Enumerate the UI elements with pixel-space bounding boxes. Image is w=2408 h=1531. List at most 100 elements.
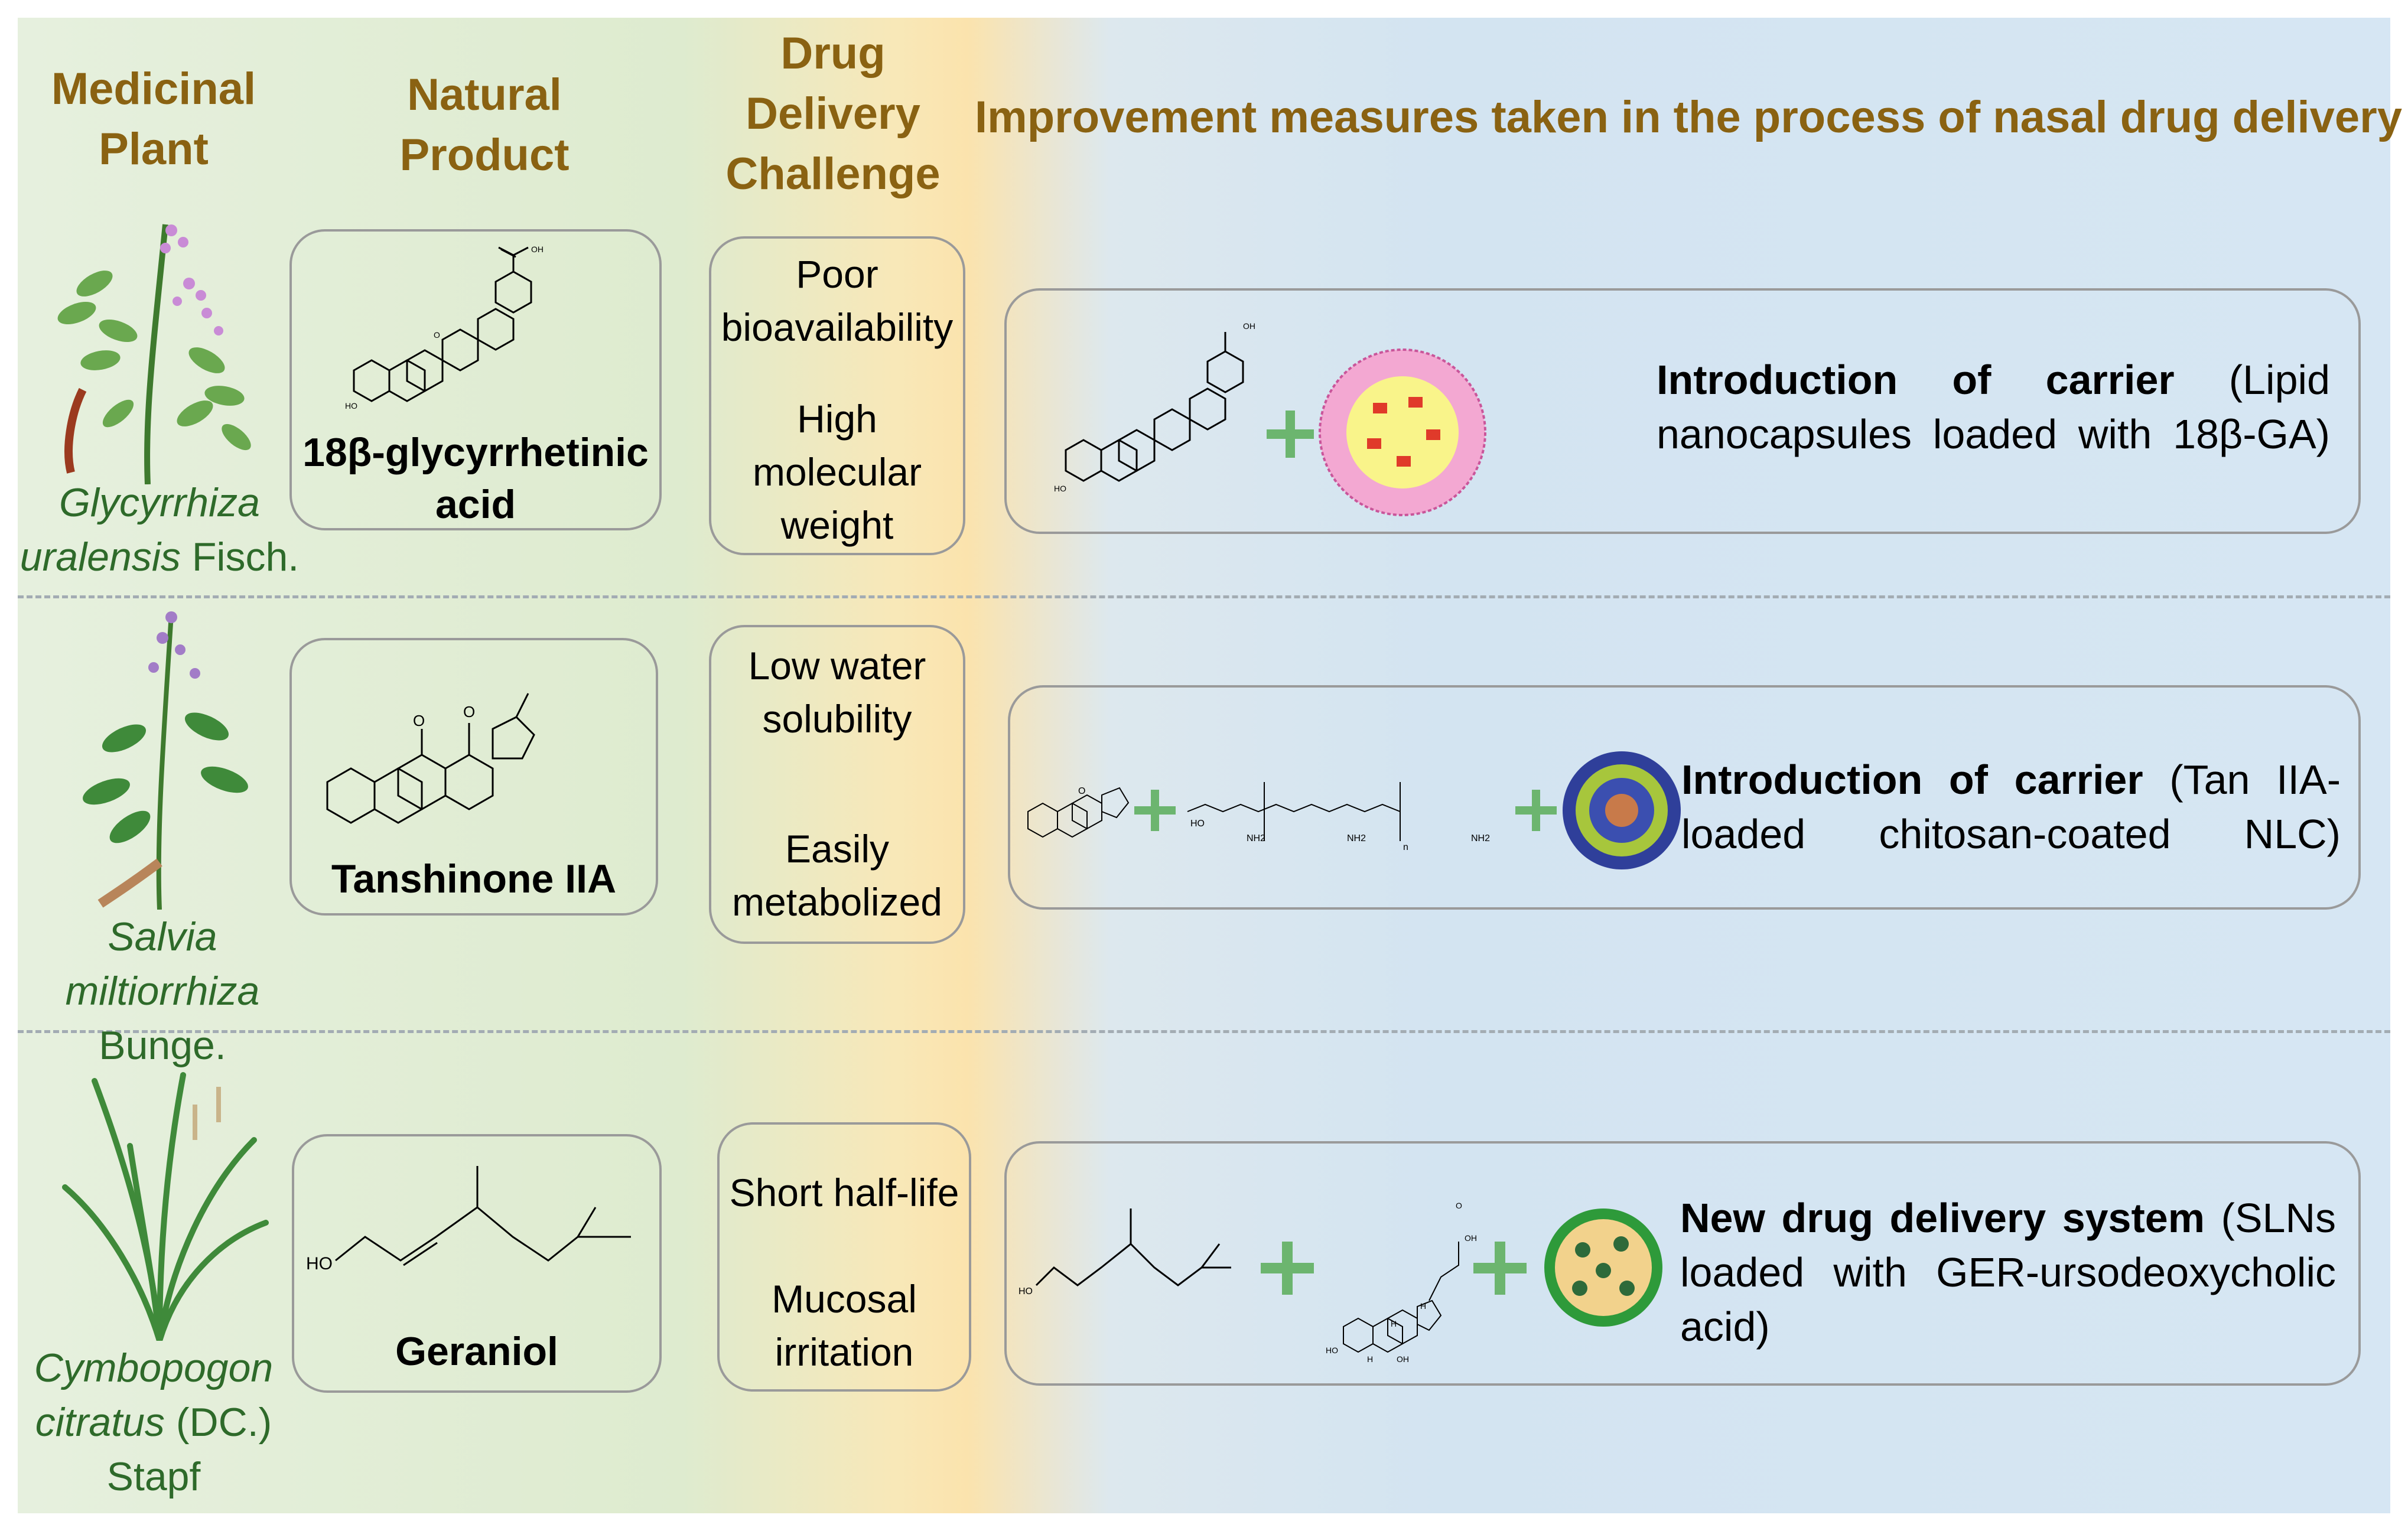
plant-name-glycyrrhiza: Glycyrrhiza uralensis Fisch. — [18, 475, 301, 584]
o-label: O — [463, 703, 475, 721]
measure-detail: (SLNs loaded with GER-ursodeoxycholic ac… — [1680, 1195, 2336, 1350]
licorice-plant-icon — [57, 224, 251, 485]
nh2-label: NH2 — [1347, 833, 1366, 843]
challenge-card-row3: Short half-life Mucosal irritation — [717, 1122, 971, 1392]
plant-author: Bunge. — [99, 1023, 226, 1068]
product-name: 18β-glycyrrhetinic acid — [292, 426, 659, 530]
plant-name-line: Cymbopogon — [12, 1341, 295, 1395]
measure-description: New drug delivery system (SLNs loaded wi… — [1680, 1191, 2336, 1354]
oh-label: OH — [531, 245, 544, 254]
oh-label: OH — [1243, 321, 1255, 331]
plant-species: uralensis — [19, 535, 181, 579]
plant-name-line: citratus (DC.) — [12, 1395, 295, 1449]
product-card-geraniol: HO Geraniol — [292, 1134, 662, 1393]
header-medicinal-plant: Medicinal Plant — [24, 59, 284, 180]
plant-author: (DC.) — [164, 1400, 272, 1445]
header-improvement-measures: Improvement measures taken in the proces… — [975, 87, 2402, 148]
measure-card-row2: O HO NH2 NH2 n NH2 Introduction of carri — [1008, 685, 2361, 910]
measure-detail: (Tan IIA-loaded chitosan-coated NLC) — [1681, 757, 2341, 857]
challenge-line: Low water — [748, 644, 926, 688]
ho-label: HO — [1326, 1346, 1338, 1355]
plus-icon — [1267, 411, 1314, 458]
challenge-item: High molecular weight — [711, 392, 963, 552]
product-name: Tanshinone IIA — [292, 853, 656, 905]
plant-name-line: uralensis Fisch. — [18, 530, 301, 584]
plant-illustration-cymbopogon — [41, 1069, 278, 1344]
challenge-line: metabolized — [732, 880, 942, 924]
n-label: n — [1403, 842, 1408, 852]
row-separator — [18, 1030, 2390, 1033]
solid-lipid-nanoparticle-icon — [1544, 1208, 1662, 1327]
product-card-tanshinone: O O Tanshinone IIA — [289, 638, 658, 916]
measure-title: Introduction of carrier — [1657, 357, 2175, 403]
plus-icon — [1134, 790, 1176, 831]
plant-name-cymbopogon: Cymbopogon citratus (DC.) Stapf — [12, 1341, 295, 1504]
challenge-line: Poor — [796, 252, 878, 296]
measure-detail: (Lipid nanocapsules loaded with 18β-GA) — [1657, 357, 2331, 457]
header-natural-product: Natural Product — [354, 65, 614, 185]
header-line: Delivery — [746, 89, 920, 139]
header-line: Natural — [407, 70, 562, 120]
nh2-label: NH2 — [1247, 833, 1265, 843]
challenge-line: High — [797, 397, 877, 441]
ho-label: HO — [1054, 484, 1066, 493]
plus-icon — [1473, 1242, 1527, 1295]
plant-illustration-glycyrrhiza — [30, 213, 278, 485]
challenge-line: Easily — [785, 827, 890, 871]
measure-card-row1: HO OH Introduction of carrier (Lipid nan… — [1004, 288, 2361, 534]
measure-card-row3: HO HO OH OH O H H H — [1004, 1141, 2361, 1386]
challenge-item: Easily metabolized — [711, 822, 963, 929]
plant-name-line: Stapf — [12, 1449, 295, 1504]
header-line: Plant — [99, 124, 209, 174]
o-label: O — [434, 330, 440, 340]
challenge-line: bioavailability — [721, 305, 954, 349]
o-label: O — [413, 712, 425, 729]
h-label: H — [1420, 1301, 1426, 1311]
measure-description: Introduction of carrier (Lipid nanocapsu… — [1657, 353, 2330, 461]
plant-name-line: Bunge. — [12, 1018, 313, 1073]
product-name-line: Geraniol — [395, 1329, 558, 1374]
oh-label: OH — [1397, 1354, 1409, 1364]
product-card-glycyrrhetinic: HO OH O 18β-glycyrrhetinic acid — [289, 229, 662, 530]
challenge-line: molecular — [752, 450, 922, 494]
ho-label: HO — [1190, 819, 1205, 829]
plus-icon — [1515, 790, 1557, 831]
row-separator — [18, 595, 2390, 598]
plant-illustration-salvia — [35, 602, 284, 910]
plant-author: Stapf — [106, 1454, 201, 1499]
challenge-line: Mucosal — [772, 1277, 917, 1321]
row1-measure-graphic: HO OH — [1054, 321, 1486, 516]
header-line: Product — [399, 130, 570, 180]
chitosan-coated-nlc-icon — [1563, 751, 1681, 869]
nh2-label: NH2 — [1471, 833, 1490, 843]
plant-genus: Glycyrrhiza — [58, 480, 261, 525]
product-name-line: Tanshinone IIA — [331, 856, 617, 901]
product-name-line: acid — [435, 482, 516, 527]
header-line: Improvement measures taken in the proces… — [975, 92, 2402, 142]
ho-label: HO — [1018, 1286, 1033, 1297]
lemongrass-plant-icon — [62, 1072, 269, 1344]
challenge-line: weight — [780, 503, 894, 547]
o-label: O — [1078, 786, 1085, 796]
product-name-line: 18β-glycyrrhetinic — [302, 430, 649, 475]
o-label: O — [1456, 1201, 1462, 1210]
plus-icon — [1261, 1242, 1314, 1295]
header-drug-delivery-challenge: Drug Delivery Challenge — [697, 24, 969, 204]
plant-author: Fisch. — [180, 535, 300, 579]
header-line: Drug — [780, 28, 886, 79]
plant-name-line: Glycyrrhiza — [18, 475, 301, 530]
row2-measure-graphic: O HO NH2 NH2 n NH2 — [1027, 751, 1681, 869]
challenge-item: Poor bioavailability — [711, 247, 963, 354]
plant-species: citratus — [35, 1400, 165, 1445]
challenge-item: Low water solubility — [711, 639, 963, 745]
plant-name-line: Salvia miltiorrhiza — [12, 910, 313, 1018]
challenge-card-row1: Poor bioavailability High molecular weig… — [709, 236, 965, 555]
ho-label: HO — [306, 1254, 333, 1273]
lipid-nanocapsule-icon — [1319, 348, 1486, 516]
challenge-line: solubility — [762, 697, 912, 741]
measure-title: Introduction of carrier — [1681, 757, 2143, 803]
measure-title: New drug delivery system — [1680, 1195, 2205, 1241]
plant-name-salvia: Salvia miltiorrhiza Bunge. — [12, 910, 313, 1073]
challenge-item: Mucosal irritation — [720, 1272, 969, 1379]
